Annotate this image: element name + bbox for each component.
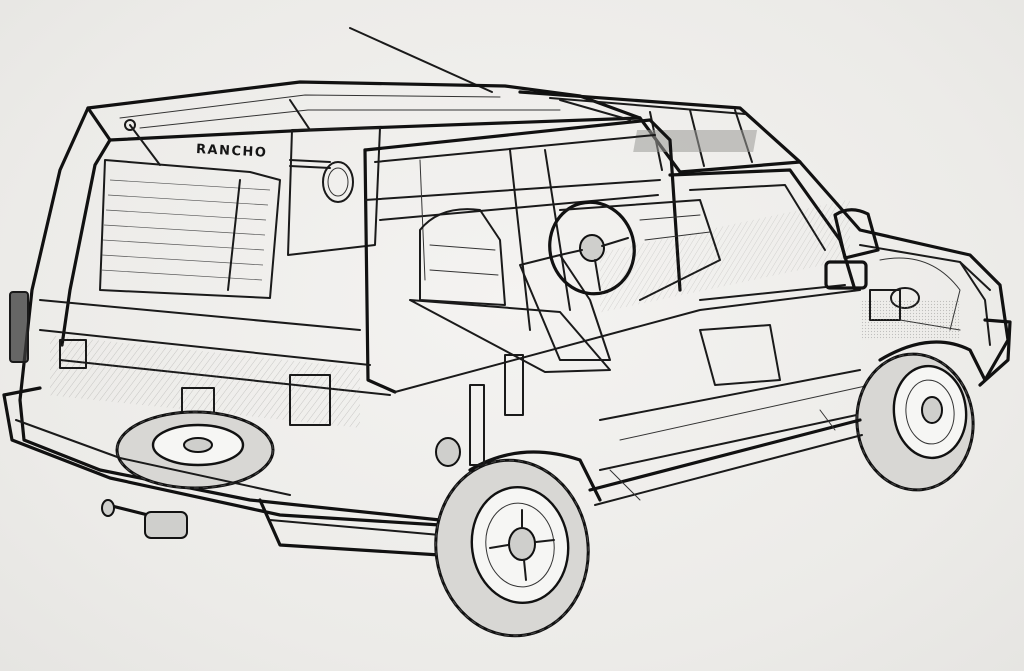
engine-bay	[860, 257, 961, 340]
badge-strip	[289, 159, 331, 169]
front-body	[798, 160, 1012, 387]
side-mirror-lower	[824, 260, 868, 290]
chassis	[39, 199, 881, 471]
side-mirror-upper	[833, 208, 880, 260]
tow-hitch	[101, 499, 188, 539]
rear-body	[9, 106, 442, 522]
roll-cage	[363, 118, 682, 394]
rear-wheel	[434, 450, 602, 638]
antenna	[349, 27, 493, 93]
front-wheel	[855, 340, 987, 492]
spare-tyre	[115, 410, 275, 490]
side-sill	[588, 409, 863, 506]
rear-suspension	[435, 354, 524, 467]
rear-seat	[409, 208, 611, 373]
side-rear-window	[287, 127, 381, 256]
front-seat	[519, 254, 781, 386]
roof-panel	[86, 80, 642, 142]
